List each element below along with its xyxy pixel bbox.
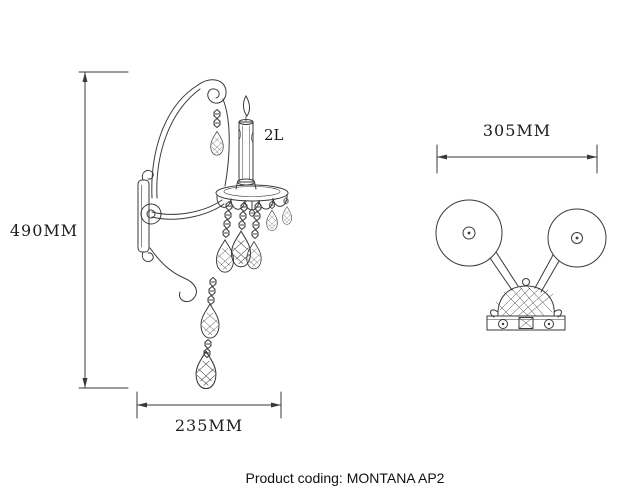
candle [238,94,254,183]
height-dimension-label: 490MM [9,221,79,240]
crystal-drops [195,109,292,390]
width-dimension-label: 235MM [174,416,244,435]
center-mount [490,278,562,318]
height-dimension-line [78,71,129,389]
top-width-dimension-label: 305MM [482,121,552,140]
side-view-drawing [137,79,292,390]
wall-plate [137,169,162,263]
bobeche-cup [215,178,289,218]
left-shade-circle [435,199,503,267]
top-view-drawing [435,199,607,331]
flame-icon [243,94,250,117]
bulb-count-label: 2L [264,126,284,144]
lamp-arms [489,251,560,293]
mount-base-plate [486,315,566,331]
scroll-arm [149,79,230,303]
product-coding-text: Product coding: MONTANA AP2 [245,470,445,486]
top-width-dimension-line [436,144,598,174]
width-dimension-line [136,391,282,419]
right-shade-circle [547,208,607,268]
